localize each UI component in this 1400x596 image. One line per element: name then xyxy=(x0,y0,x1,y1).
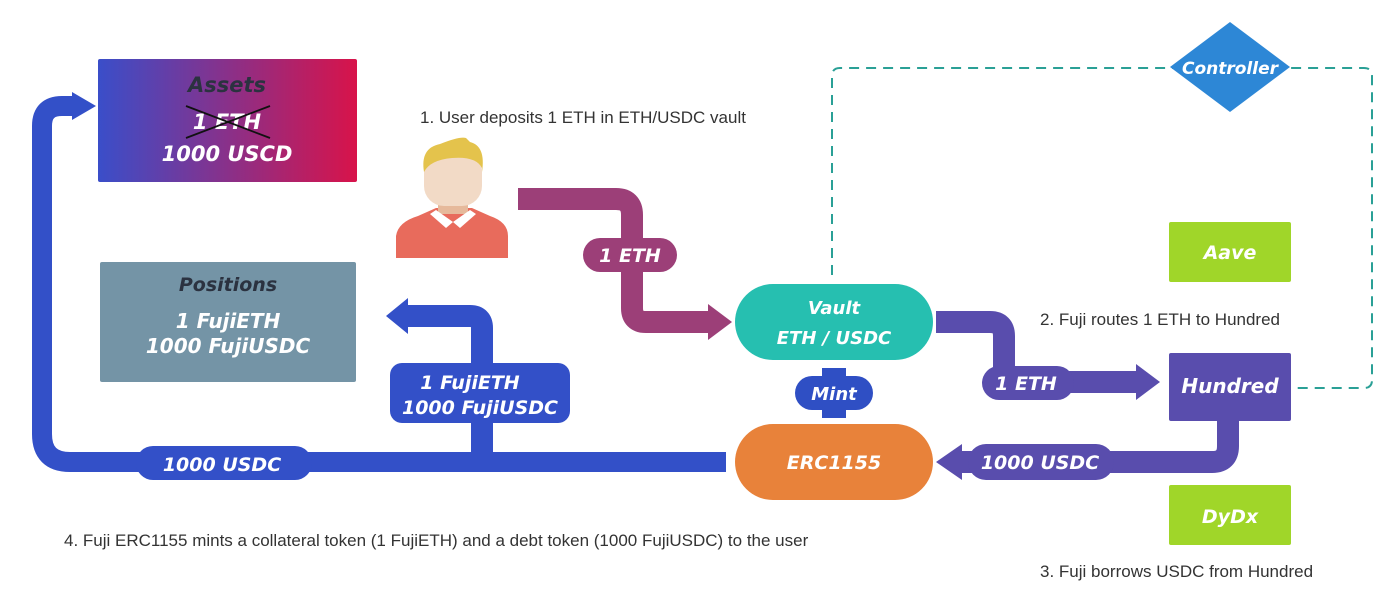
mint-tokens-arrowhead xyxy=(386,298,408,334)
usdc-return-arrowhead xyxy=(72,92,96,120)
user-avatar-icon xyxy=(396,137,508,258)
positions-box: Positions 1 FujiETH 1000 FujiUSDC xyxy=(100,262,356,382)
route-arrowhead xyxy=(1136,364,1160,400)
assets-title: Assets xyxy=(186,73,266,97)
controller-dashed-line xyxy=(831,67,1373,389)
return-usdc-pill: 1000 USDC xyxy=(136,446,312,480)
return-usdc-label: 1000 USDC xyxy=(163,454,281,476)
borrow-label-pill: 1000 USDC xyxy=(968,444,1114,480)
step-2-caption: 2. Fuji routes 1 ETH to Hundred xyxy=(1040,310,1280,329)
erc1155-node: ERC1155 xyxy=(735,424,933,500)
vault-node: Vault ETH / USDC xyxy=(735,284,933,360)
step-4-caption: 4. Fuji ERC1155 mints a collateral token… xyxy=(64,531,809,550)
dydx-node: DyDx xyxy=(1169,485,1291,545)
deposit-label: 1 ETH xyxy=(599,245,661,267)
borrow-label: 1000 USDC xyxy=(981,452,1099,474)
mint-connector: Mint xyxy=(795,368,873,418)
strike-line-2 xyxy=(185,105,271,139)
route-arrow xyxy=(936,311,1138,393)
borrow-arrowhead xyxy=(936,444,962,480)
usdc-return-arrow xyxy=(32,96,726,472)
hundred-label: Hundred xyxy=(1181,374,1279,398)
step-3-caption: 3. Fuji borrows USDC from Hundred xyxy=(1040,562,1313,581)
borrow-arrow xyxy=(960,420,1239,473)
positions-title: Positions xyxy=(179,274,277,296)
mint-tokens-fujieth: 1 FujiETH xyxy=(420,372,519,394)
deposit-label-pill: 1 ETH xyxy=(583,238,677,272)
positions-fujiusdc: 1000 FujiUSDC xyxy=(146,334,311,358)
controller-label: Controller xyxy=(1182,59,1280,79)
deposit-arrowhead xyxy=(708,304,732,340)
controller-node: Controller xyxy=(1170,22,1290,112)
aave-label: Aave xyxy=(1202,242,1257,264)
hundred-node: Hundred xyxy=(1169,353,1291,421)
mint-tokens-fujiusdc: 1000 FujiUSDC xyxy=(402,397,558,419)
assets-usdc: 1000 USCD xyxy=(162,142,293,166)
vault-pair: ETH / USDC xyxy=(777,328,892,349)
aave-node: Aave xyxy=(1169,222,1291,282)
route-label-pill: 1 ETH xyxy=(982,366,1074,400)
erc1155-label: ERC1155 xyxy=(787,452,881,474)
mint-tokens-arrow xyxy=(404,305,493,462)
dydx-label: DyDx xyxy=(1202,506,1259,528)
mint-tokens-pill: 1 FujiETH 1000 FujiUSDC xyxy=(390,363,570,423)
positions-fujieth: 1 FujiETH xyxy=(176,309,281,333)
mint-label: Mint xyxy=(811,384,858,405)
vault-title: Vault xyxy=(808,298,862,319)
route-label: 1 ETH xyxy=(995,373,1057,395)
step-1-caption: 1. User deposits 1 ETH in ETH/USDC vault xyxy=(420,108,746,127)
assets-box: Assets 1 ETH 1000 USCD xyxy=(98,59,357,182)
